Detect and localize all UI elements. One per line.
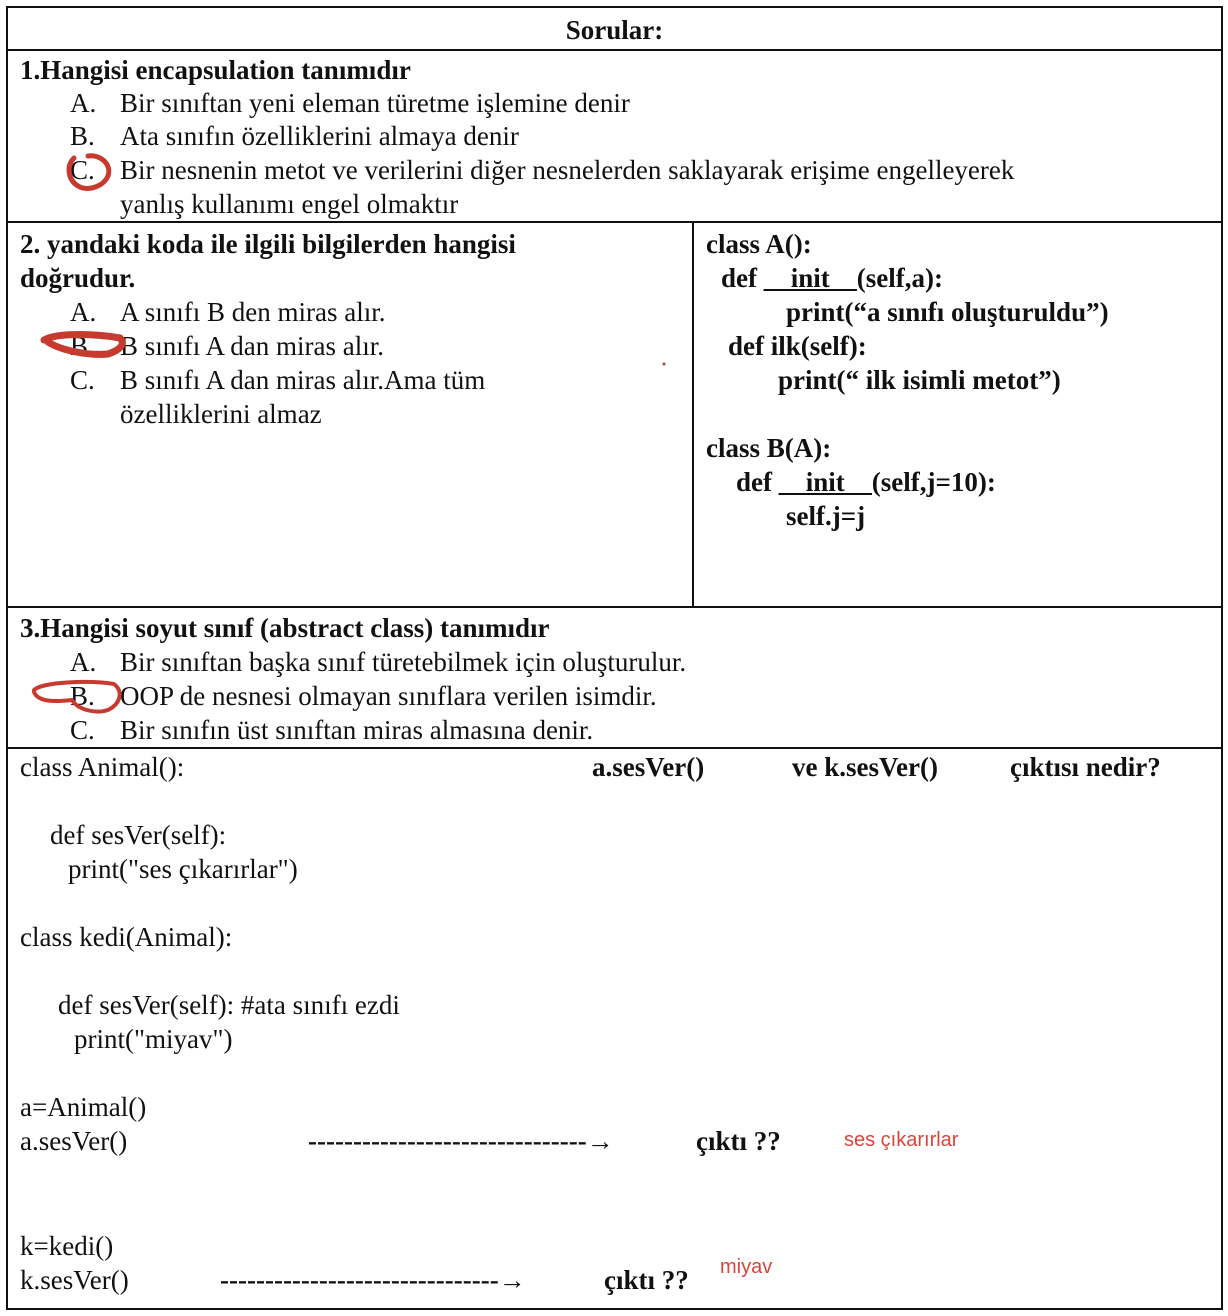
code-line: self.j=j xyxy=(786,501,866,531)
q4-code-line: def sesVer(self): #ata sınıfı ezdi xyxy=(58,990,400,1020)
q2-option-a-text: A sınıfı B den miras alır. xyxy=(120,297,386,327)
stray-dot-mark xyxy=(662,362,666,366)
q2-option-a-letter: A. xyxy=(70,297,97,327)
worksheet-table: Sorular: 1.Hangisi encapsulation tanımıd… xyxy=(6,6,1223,1310)
arrow-line: -------------------------------→ xyxy=(220,1265,526,1295)
q4-code-line: class kedi(Animal): xyxy=(20,922,233,952)
q3-title: 3.Hangisi soyut sınıf (abstract class) t… xyxy=(20,613,550,643)
q3-option-b-letter: B. xyxy=(70,681,95,711)
q2-option-b-letter: B. xyxy=(70,331,95,361)
code-line: class A(): xyxy=(706,229,812,259)
code-line: print(“ ilk isimli metot”) xyxy=(778,365,1061,395)
code-line: def __init__(self,j=10): xyxy=(736,467,996,497)
divider xyxy=(8,747,1221,749)
q4-code-line: print("ses çıkarırlar") xyxy=(68,854,298,884)
code-line: def ilk(self): xyxy=(728,331,867,361)
q2-option-c-text: B sınıfı A dan miras alır.Ama tüm xyxy=(120,365,486,395)
divider xyxy=(8,606,1221,608)
q1-option-c-text: Bir nesnenin metot ve verilerini diğer n… xyxy=(120,155,1015,185)
q3-option-a-text: Bir sınıftan başka sınıf türetebilmek iç… xyxy=(120,647,687,677)
q1-title: 1.Hangisi encapsulation tanımıdır xyxy=(20,55,411,85)
code-line: print(“a sınıfı oluşturuldu”) xyxy=(786,297,1109,327)
q1-option-b-text: Ata sınıfın özelliklerini almaya denir xyxy=(120,121,519,151)
q1-option-a-letter: A. xyxy=(70,88,97,118)
arrow-line: -------------------------------→ xyxy=(308,1126,614,1156)
q3-option-a-letter: A. xyxy=(70,647,97,677)
q3-option-b-text: OOP de nesnesi olmayan sınıflara verilen… xyxy=(120,681,657,711)
q1-option-c-text-line2: yanlış kullanımı engel olmaktır xyxy=(120,189,459,219)
q4-code-line: a.sesVer() xyxy=(20,1126,128,1156)
q2-title-line1: 2. yandaki koda ile ilgili bilgilerden h… xyxy=(20,229,516,259)
q2-option-c-letter: C. xyxy=(70,365,95,395)
q3-option-c-text: Bir sınıfın üst sınıftan miras almasına … xyxy=(120,715,594,745)
q4-code-line: a=Animal() xyxy=(20,1092,147,1122)
handwritten-answer-k: miyav xyxy=(720,1256,773,1278)
q4-code-line: k.sesVer() xyxy=(20,1265,129,1295)
q2-option-b-text: B sınıfı A dan miras alır. xyxy=(120,331,384,361)
output-label: çıktı ?? xyxy=(696,1126,781,1156)
q4-code-line: print("miyav") xyxy=(74,1024,233,1054)
q4-code-line: def sesVer(self): xyxy=(50,820,227,850)
q1-option-b-letter: B. xyxy=(70,121,95,151)
q4-question-part: ve k.sesVer() xyxy=(792,752,938,782)
q1-option-c-letter: C. xyxy=(70,155,95,185)
code-line: def __init__(self,a): xyxy=(721,263,943,293)
code-line: class B(A): xyxy=(706,433,832,463)
q4-code-line: class Animal(): xyxy=(20,752,185,782)
q2-option-c-text-line2: özelliklerini almaz xyxy=(120,399,322,429)
q2-title-line2: doğrudur. xyxy=(20,263,136,293)
header-title: Sorular: xyxy=(565,15,664,45)
q4-code-line: k=kedi() xyxy=(20,1231,114,1261)
q3-option-c-letter: C. xyxy=(70,715,95,745)
handwritten-answer-a: ses çıkarırlar xyxy=(844,1129,959,1151)
column-divider xyxy=(692,221,694,606)
q1-option-a-text: Bir sınıftan yeni eleman türetme işlemin… xyxy=(120,88,630,118)
divider xyxy=(8,221,1221,223)
output-label: çıktı ?? xyxy=(604,1265,689,1295)
q4-question-part: çıktısı nedir? xyxy=(1010,752,1161,782)
q4-question-part: a.sesVer() xyxy=(592,752,705,782)
divider xyxy=(8,49,1221,51)
